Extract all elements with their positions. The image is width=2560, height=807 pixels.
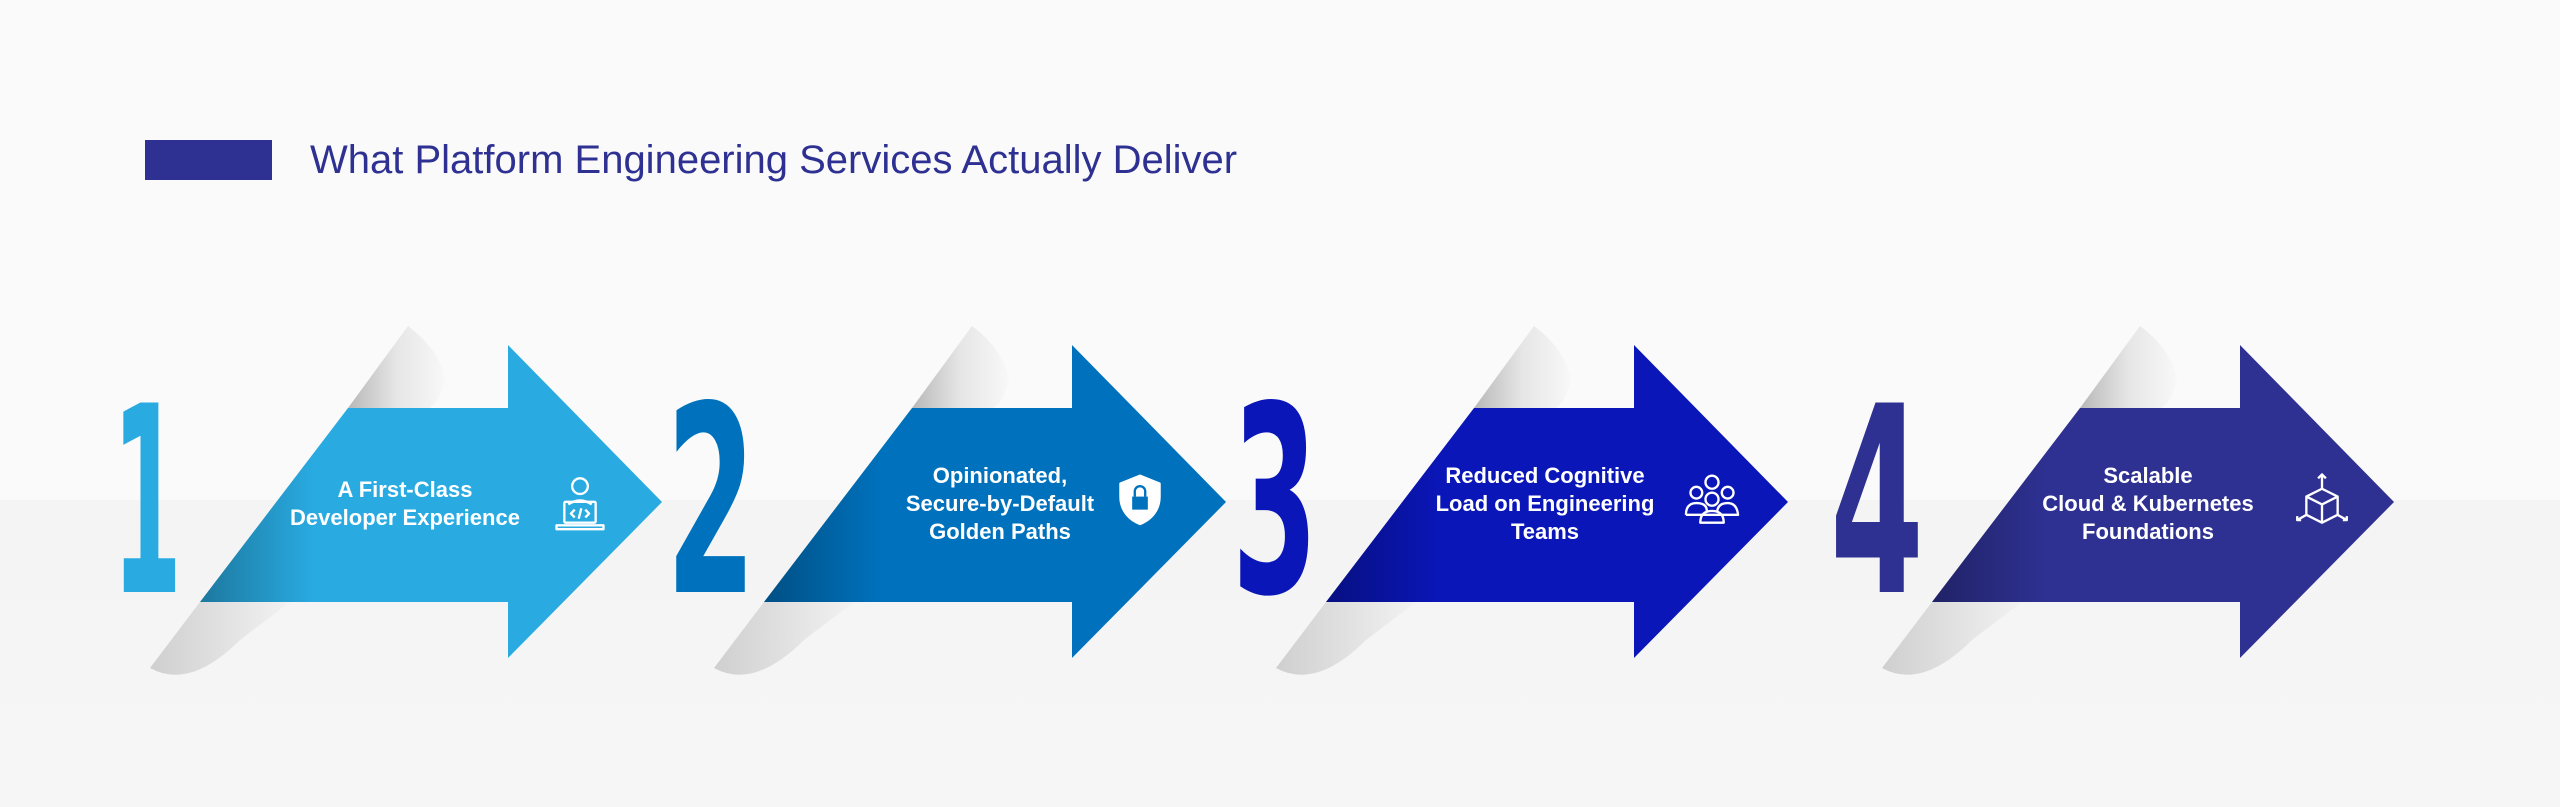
step-label-line: Reduced Cognitive [1445,463,1645,488]
step-label-line: Secure-by-Default [905,491,1095,516]
page-fold [1474,326,1571,408]
arrow-edge-shade [200,345,662,658]
page-fold-shadow [1276,602,1416,675]
step-number: 3 [1232,352,1318,654]
step-label-line: Teams [1510,519,1580,544]
step-1 [150,326,662,675]
team-group-icon [1682,471,1742,536]
page-title: What Platform Engineering Services Actua… [310,138,1238,182]
step-number: 2 [666,352,756,654]
step-4 [1882,326,2394,675]
page-fold [348,326,445,408]
step-3 [1276,326,1788,675]
cube-expand-icon [2292,471,2352,536]
step-number: 1 [112,352,182,654]
arrow-edge-shade [1932,345,2394,658]
step-label-line: Developer Experience [290,505,520,530]
developer-laptop-icon [550,471,610,536]
step-label-line: Golden Paths [929,519,1071,544]
page-fold [912,326,1009,408]
step-label-line: Scalable [2103,463,2193,488]
step-label-line: Cloud & Kubernetes [2042,491,2254,516]
step-label-line: Opinionated, [932,463,1068,488]
arrow-edge-shade [1326,345,1788,658]
page-fold-shadow [1882,602,2022,675]
shield-lock-icon [1110,471,1170,536]
step-label-line: Load on Engineering [1435,491,1655,516]
page-fold-shadow [714,602,854,675]
step-2 [714,326,1226,675]
title-accent-bar [145,140,272,180]
page-fold [2080,326,2177,408]
page-fold-shadow [150,602,290,675]
step-label-line: Foundations [2082,519,2214,544]
arrow-edge-shade [764,345,1226,658]
step-label-line: A First-Class [337,477,473,502]
step-number: 4 [1830,352,1924,654]
